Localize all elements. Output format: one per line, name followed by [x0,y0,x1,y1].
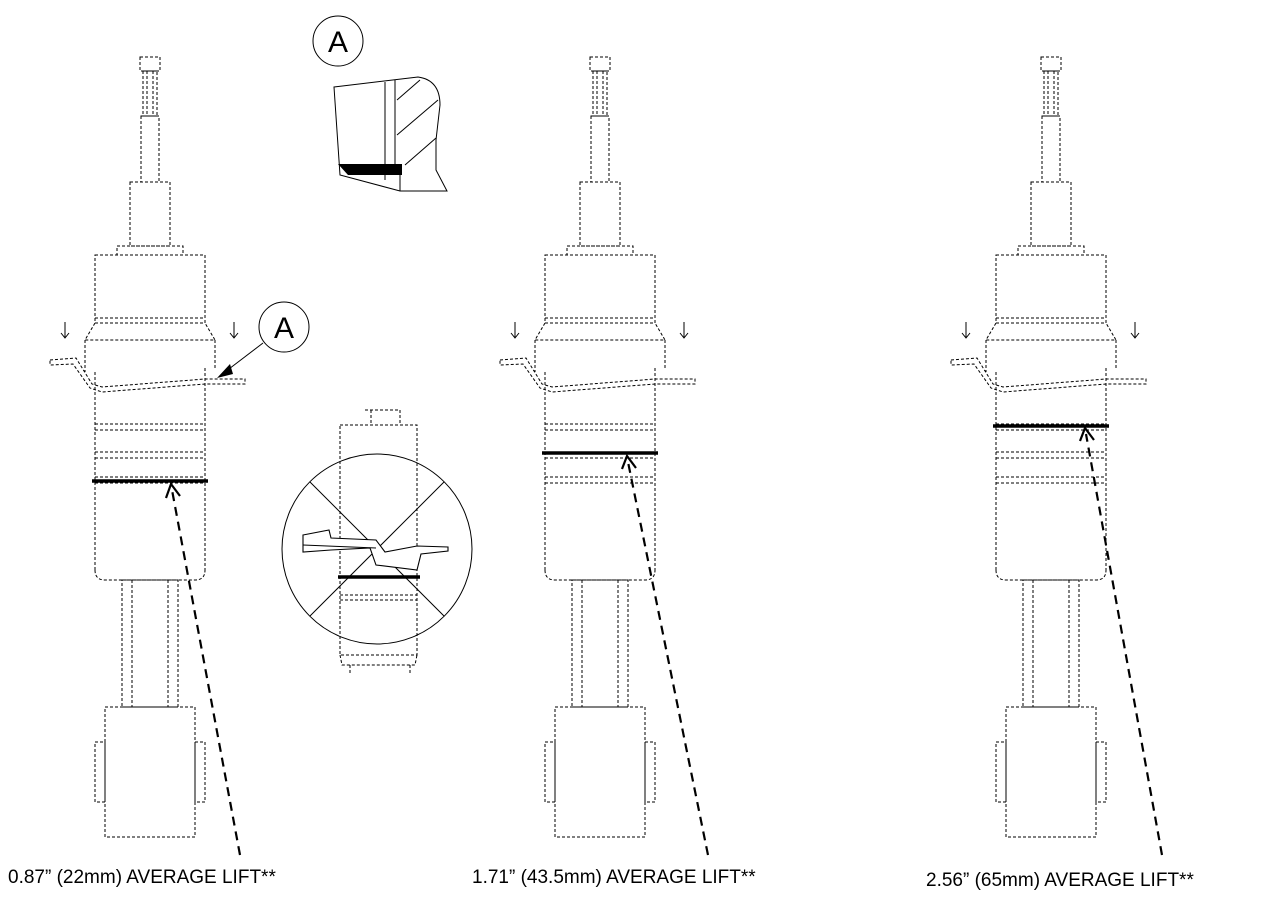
leader-left [164,481,242,856]
leader-right [1078,425,1164,856]
strut-middle [499,56,696,838]
strut-right [950,56,1147,838]
prohibited-inset [281,409,473,675]
detail-a: A [312,15,448,192]
lift-label-middle: 1.71” (43.5mm) AVERAGE LIFT** [472,867,756,888]
lift-label-right: 2.56” (65mm) AVERAGE LIFT** [926,870,1194,891]
lift-label-left: 0.87” (22mm) AVERAGE LIFT** [8,867,276,888]
svg-text:A: A [328,26,348,59]
svg-text:A: A [274,312,294,345]
strut-left [49,56,246,838]
leader-middle [620,453,710,856]
callout-a-flange: A [217,301,310,378]
